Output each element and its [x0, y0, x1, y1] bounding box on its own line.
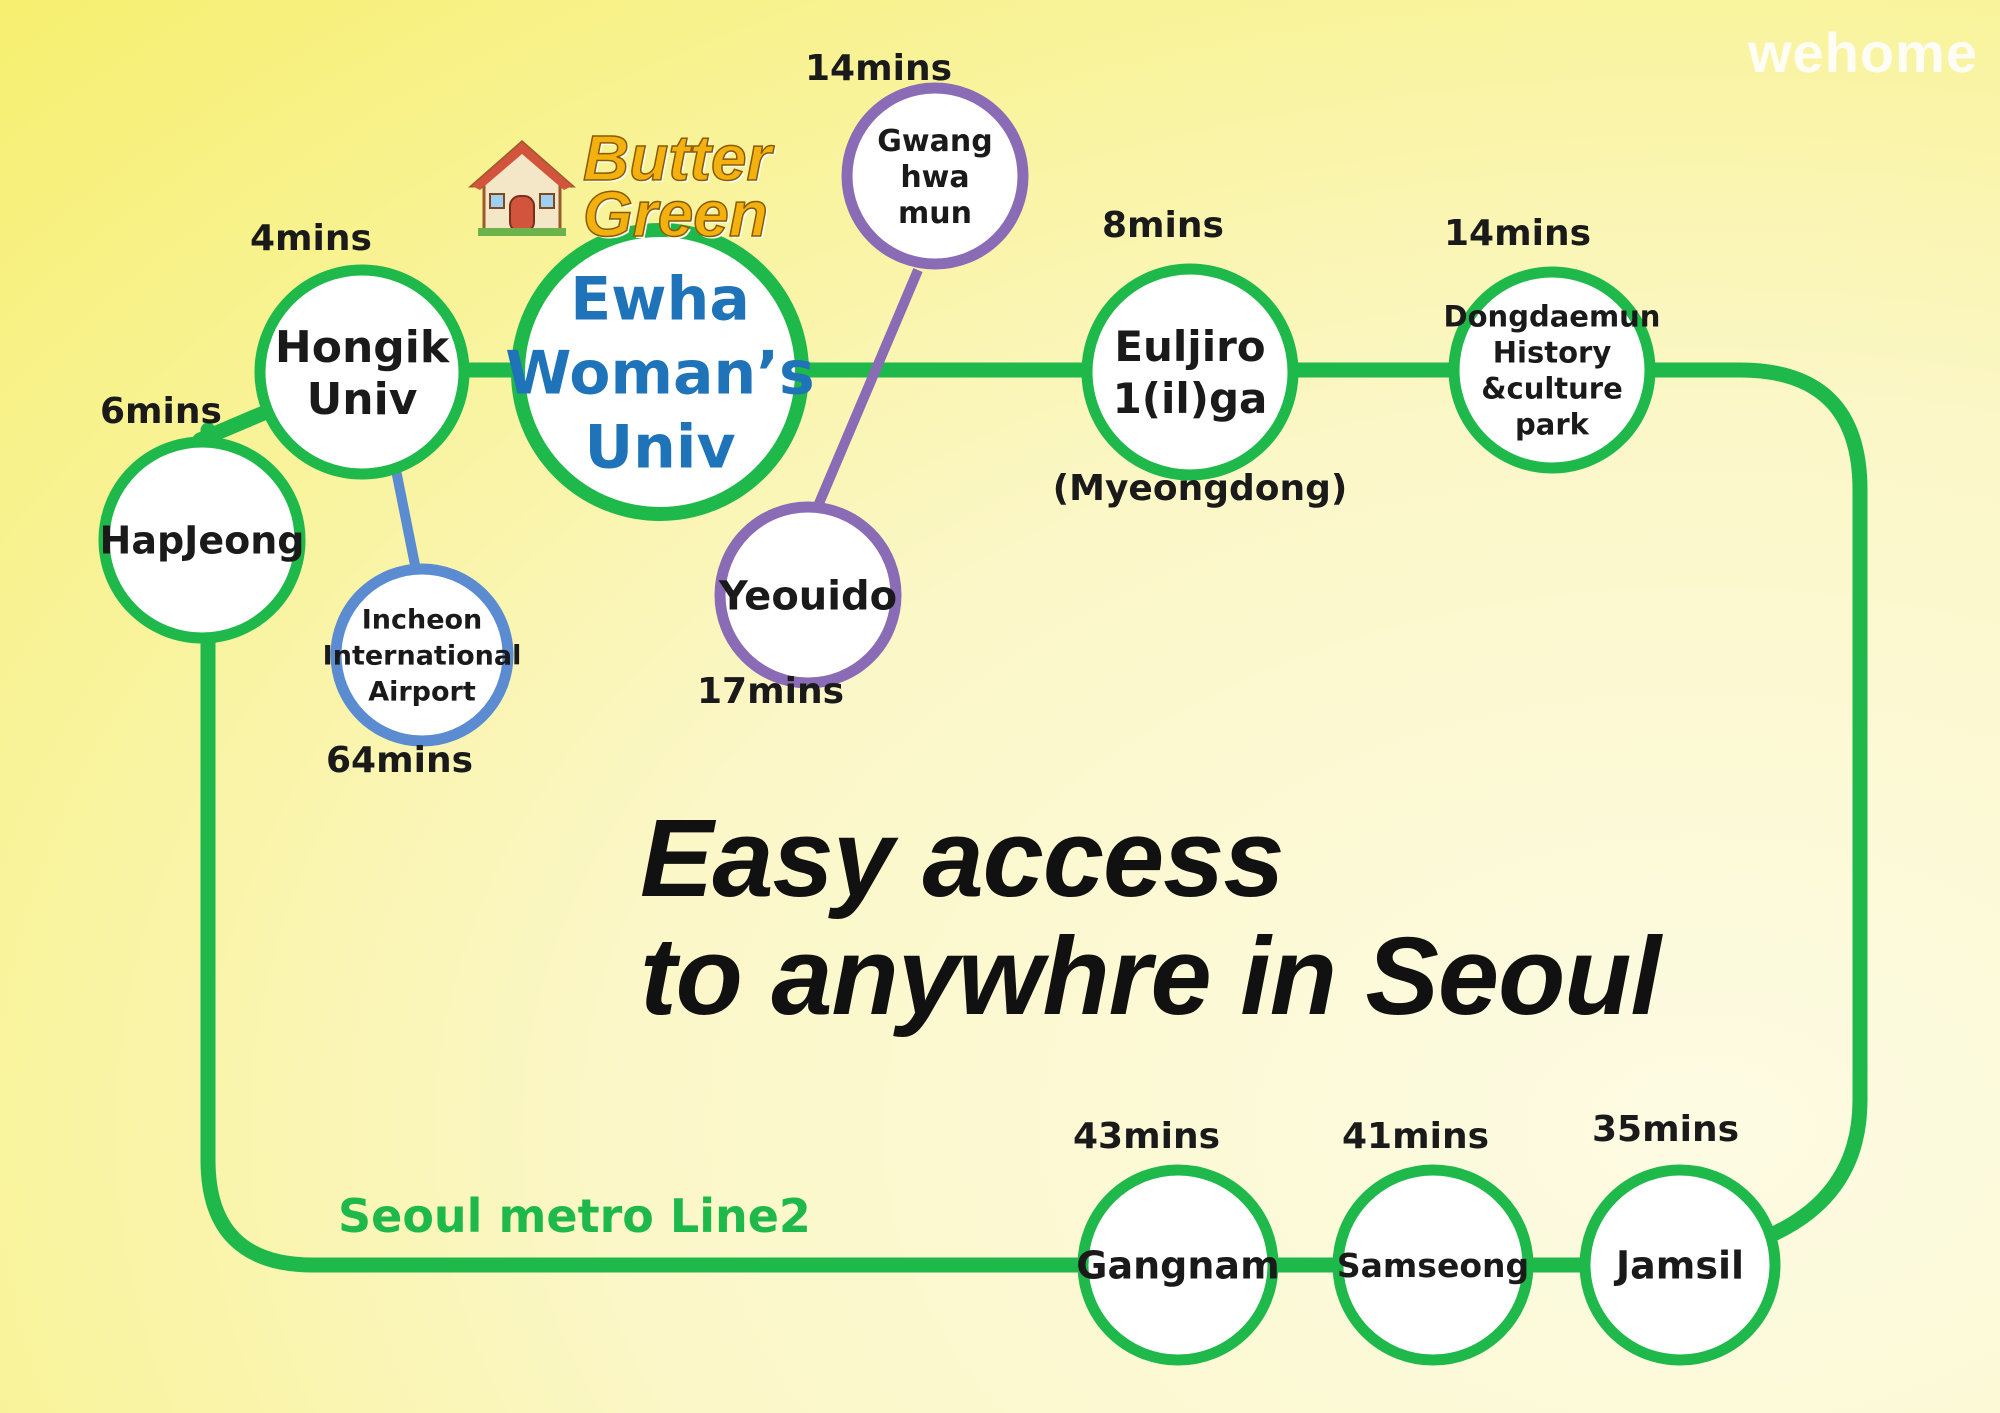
station-name-line: Gwang	[877, 124, 992, 159]
travel-time-euljiro: 8mins	[1102, 205, 1224, 246]
station-circle	[1081, 263, 1299, 481]
station-circle	[1332, 1164, 1534, 1366]
home-label: Butter Green	[582, 122, 803, 250]
travel-time-yeouido: 17mins	[697, 671, 844, 712]
station-circle	[714, 501, 902, 689]
station-note-euljiro: (Myeongdong)	[1053, 468, 1348, 509]
travel-time-hapjeong: 6mins	[100, 391, 222, 432]
travel-time-hongik: 4mins	[250, 218, 372, 259]
station-name-line: hwa	[900, 160, 969, 195]
station-yeouido: Yeouido	[714, 501, 902, 689]
station-name-line: International	[323, 641, 522, 672]
headline-line2: to anywhre in Seoul	[640, 915, 1661, 1038]
travel-time-gwanghwamun: 14mins	[805, 48, 952, 89]
station-name-line: Hongik	[275, 322, 451, 373]
station-jamsil: Jamsil	[1579, 1164, 1781, 1366]
line-name-label: Seoul metro Line2	[338, 1189, 811, 1243]
station-hapjeong: HapJeong	[98, 436, 306, 644]
station-name-line: Ewha	[570, 265, 750, 335]
travel-time-dongdaemun: 14mins	[1444, 213, 1591, 254]
station-name-line: Incheon	[362, 605, 483, 636]
station-circle	[330, 563, 514, 747]
travel-time-jamsil: 35mins	[1592, 1109, 1739, 1150]
station-name-line: Woman’s	[505, 339, 815, 409]
station-name-line: Samseong	[1337, 1246, 1529, 1285]
station-circle	[1579, 1164, 1781, 1366]
station-name-line: HapJeong	[100, 519, 305, 563]
station-name-line: Dongdaemun	[1444, 299, 1661, 333]
purple-line	[807, 268, 923, 522]
headline: Easy access to anywhre in Seoul	[640, 800, 1820, 1036]
station-name-line: Airport	[368, 677, 476, 708]
station-circle	[841, 82, 1029, 270]
station-circle	[254, 264, 470, 480]
station-samseong: Samseong	[1332, 1164, 1534, 1366]
station-circle	[1448, 266, 1656, 474]
line2-track	[200, 362, 1868, 1273]
station-name-line: 1(il)ga	[1113, 374, 1268, 423]
station-name-line: History	[1493, 335, 1612, 369]
travel-time-samseong: 41mins	[1342, 1116, 1489, 1157]
home-label-line1: Butter	[582, 122, 772, 194]
station-circle	[1077, 1164, 1279, 1366]
travel-time-airport: 64mins	[326, 740, 473, 781]
station-name-line: park	[1515, 407, 1590, 441]
headline-line1: Easy access	[640, 797, 1285, 920]
station-name-line: mun	[898, 196, 972, 231]
travel-time-gangnam: 43mins	[1073, 1116, 1220, 1157]
station-name-line: Gangnam	[1076, 1244, 1279, 1288]
station-gangnam: Gangnam	[1076, 1164, 1280, 1366]
station-name-line: Univ	[307, 374, 418, 425]
house-icon	[468, 140, 576, 236]
home-label-line2: Green	[582, 178, 768, 250]
station-name-line: Jamsil	[1613, 1244, 1744, 1288]
station-name-line: &culture	[1481, 371, 1623, 405]
station-circle	[511, 223, 809, 521]
station-name-line: Yeouido	[718, 573, 897, 619]
station-circle	[98, 436, 306, 644]
station-name-line: Univ	[584, 413, 735, 483]
brand-logo: wehome	[1747, 21, 1978, 84]
station-name-line: Euljiro	[1114, 322, 1265, 371]
